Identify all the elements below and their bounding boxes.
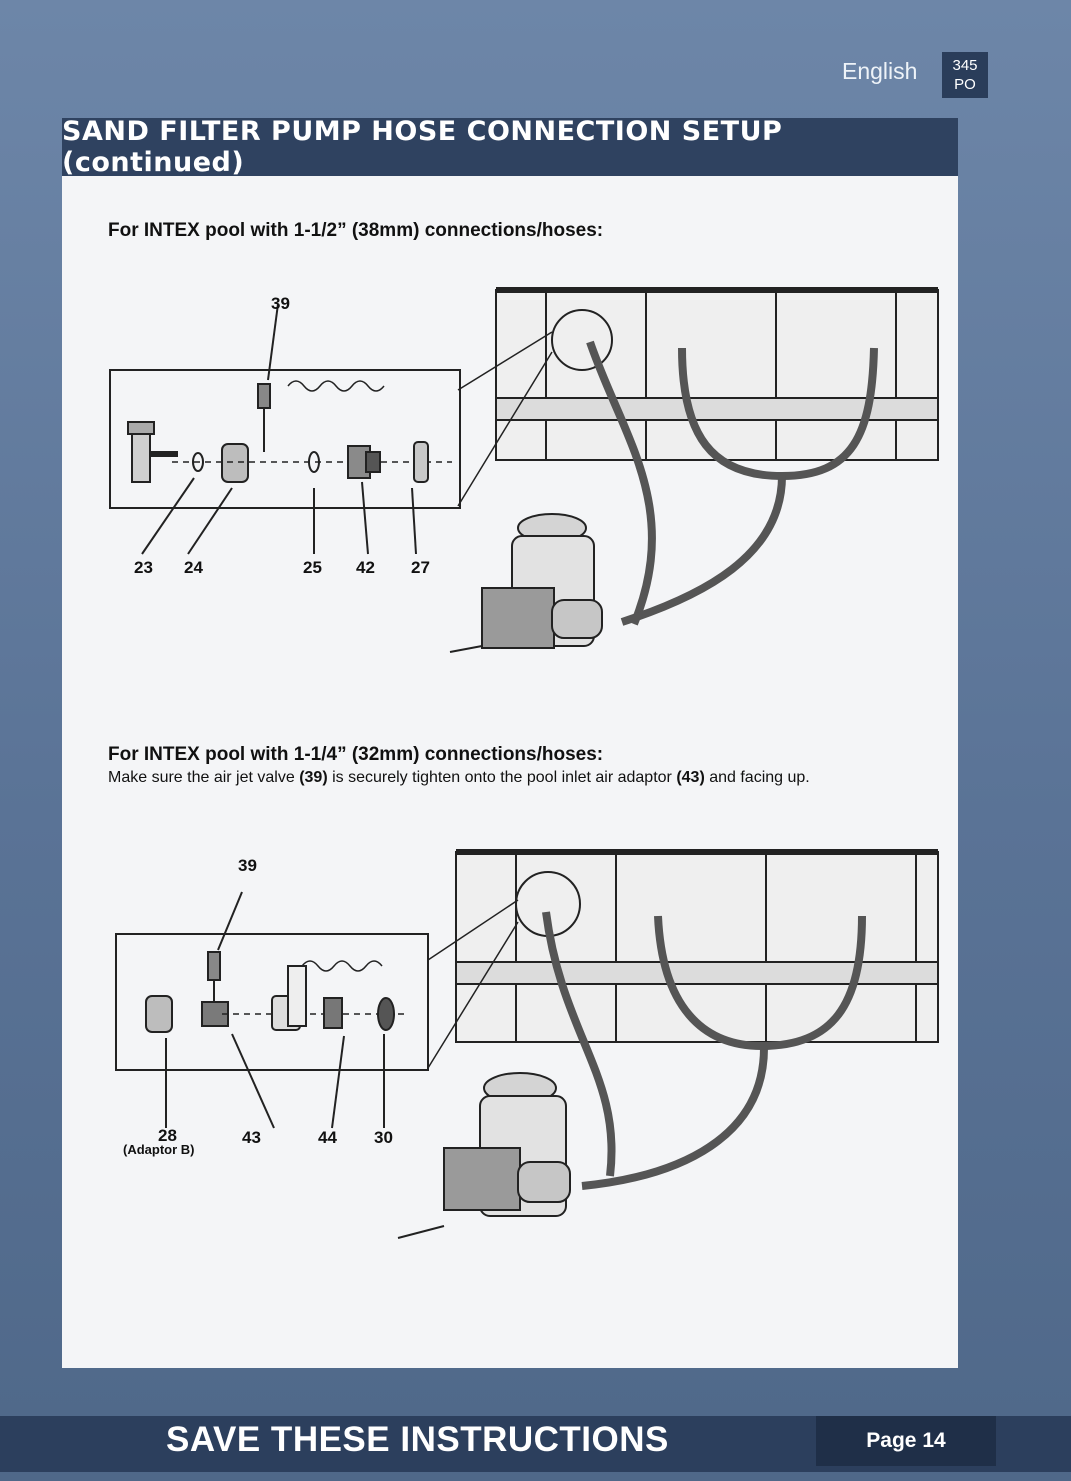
callout-27: 27	[411, 558, 430, 577]
content-panel: For INTEX pool with 1-1/2” (38mm) connec…	[62, 176, 958, 1368]
model-code-suffix: PO	[954, 76, 976, 93]
callout-42: 42	[356, 558, 375, 577]
model-code-number: 345	[952, 57, 978, 74]
sand-filter-pump-32mm	[397, 1072, 571, 1239]
sand-filter-pump-38mm	[449, 513, 603, 653]
pool-frame-32mm	[427, 849, 939, 1190]
callout-44: 44	[318, 1128, 337, 1147]
callout-28: 28	[158, 1126, 177, 1145]
model-code-badge: 345 PO	[942, 52, 988, 98]
callout-23: 23	[134, 558, 153, 577]
section-title-38mm: For INTEX pool with 1-1/2” (38mm) connec…	[108, 220, 604, 241]
callout-30: 30	[374, 1128, 393, 1147]
fitting-detail-box-38mm	[109, 369, 461, 509]
pool-frame-38mm	[457, 287, 939, 626]
callout-43: 43	[242, 1128, 261, 1147]
language-label: English	[842, 58, 918, 84]
connection-diagrams	[109, 287, 939, 1239]
callout-25: 25	[303, 558, 322, 577]
fitting-detail-box-32mm	[115, 933, 429, 1071]
callout-39-air-jet-valve: 39	[271, 294, 290, 313]
footer-save-instructions: SAVE THESE INSTRUCTIONS	[166, 1420, 669, 1459]
callout-28-adaptor-b: (Adaptor B)	[123, 1142, 195, 1157]
section-title-32mm: For INTEX pool with 1-1/4” (32mm) connec…	[108, 744, 604, 765]
callout-24: 24	[184, 558, 203, 577]
page-title: SAND FILTER PUMP HOSE CONNECTION SETUP (…	[62, 116, 958, 178]
air-jet-valve-note: Make sure the air jet valve (39) is secu…	[108, 769, 810, 786]
page-number: Page 14	[816, 1416, 996, 1466]
callout-39-air-jet-valve-32: 39	[238, 856, 257, 875]
